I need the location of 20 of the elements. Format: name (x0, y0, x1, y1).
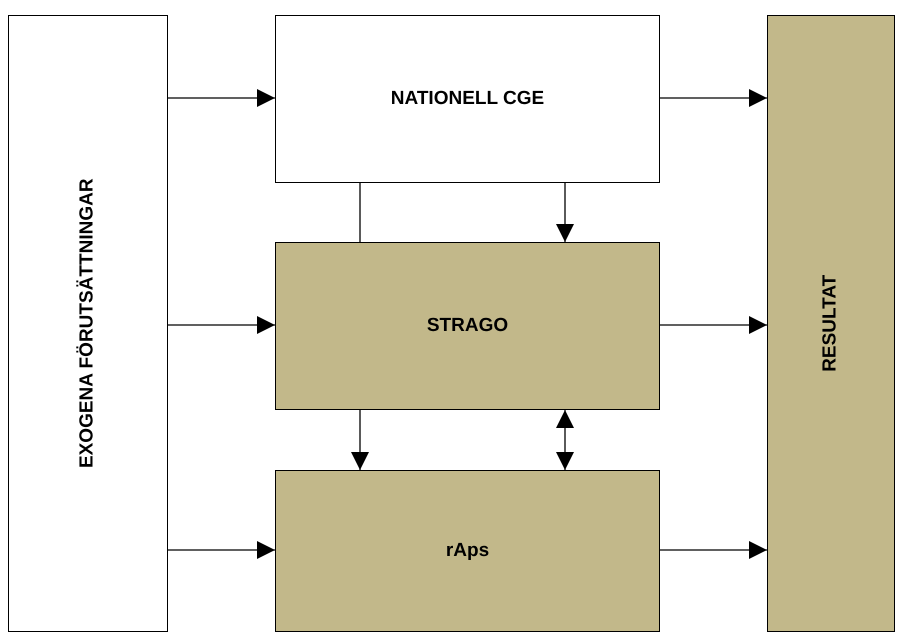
node-label: RESULTAT (818, 274, 842, 372)
node-label: rAps (446, 538, 490, 563)
node-label: EXOGENA FÖRUTSÄTTNINGAR (75, 178, 99, 468)
arrow (351, 410, 369, 470)
connector-line (359, 183, 361, 242)
arrow (660, 316, 767, 334)
model-box (275, 242, 660, 410)
arrow (660, 541, 767, 559)
input-panel (8, 15, 168, 632)
node-label: NATIONELL CGE (390, 86, 544, 111)
arrow (556, 410, 574, 470)
arrow (660, 89, 767, 107)
arrow (168, 541, 275, 559)
arrow (168, 316, 275, 334)
arrow (556, 183, 574, 242)
model-box (275, 15, 660, 183)
arrow (168, 89, 275, 107)
model-box (275, 470, 660, 632)
result-panel (767, 15, 895, 632)
node-label: STRAGO (426, 314, 508, 338)
